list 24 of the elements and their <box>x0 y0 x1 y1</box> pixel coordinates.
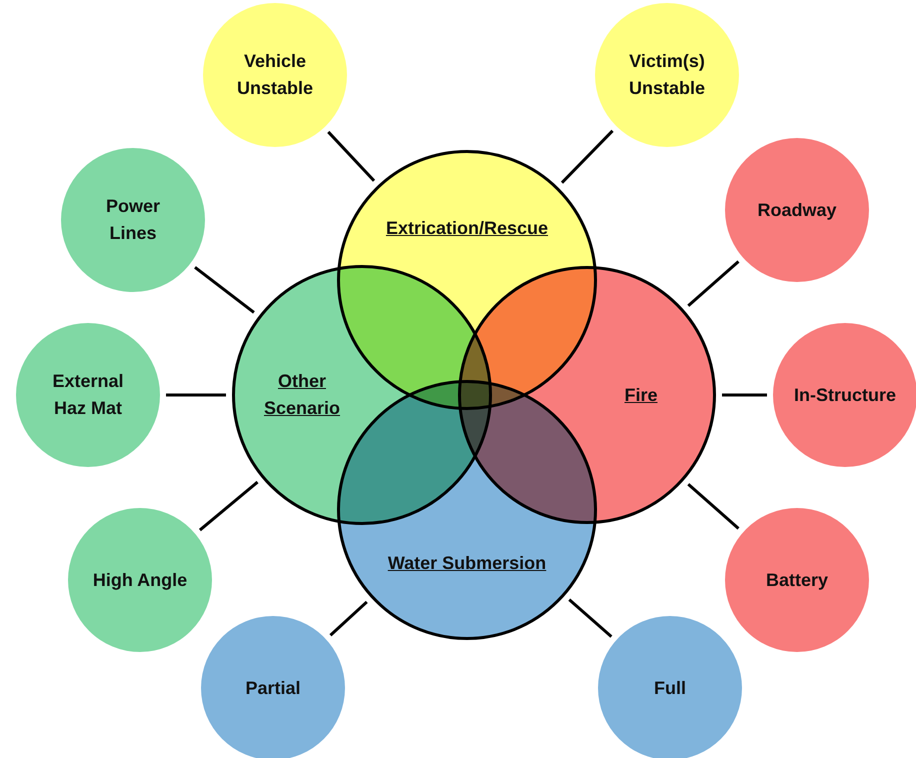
factor-label: Power Lines <box>104 195 162 245</box>
scenario-label: Extrication/Rescue <box>386 216 548 240</box>
connector-line <box>687 483 740 530</box>
connector-line <box>194 266 255 314</box>
connector-line <box>166 394 226 396</box>
connector-line <box>329 600 368 636</box>
factor-label: Battery <box>766 568 828 592</box>
connector-line <box>568 598 612 638</box>
scenario-label: Other Scenario <box>262 370 342 420</box>
factor-label: Victim(s) Unstable <box>628 50 706 100</box>
factor-label: Vehicle Unstable <box>236 50 314 100</box>
scenario-label: Fire <box>624 384 658 406</box>
factor-label: Partial <box>245 676 301 700</box>
connector-line <box>198 480 258 532</box>
connector-line <box>687 260 740 307</box>
factor-label: External Haz Mat <box>51 370 125 420</box>
connector-line <box>560 130 614 184</box>
scenario-label: Water Submersion <box>388 552 546 574</box>
factor-label: High Angle <box>92 568 188 592</box>
factor-label: Roadway <box>757 198 837 222</box>
connector-line <box>327 130 376 182</box>
connector-line <box>722 394 767 396</box>
factor-label: In-Structure <box>794 384 896 406</box>
factor-label: Full <box>654 676 686 700</box>
